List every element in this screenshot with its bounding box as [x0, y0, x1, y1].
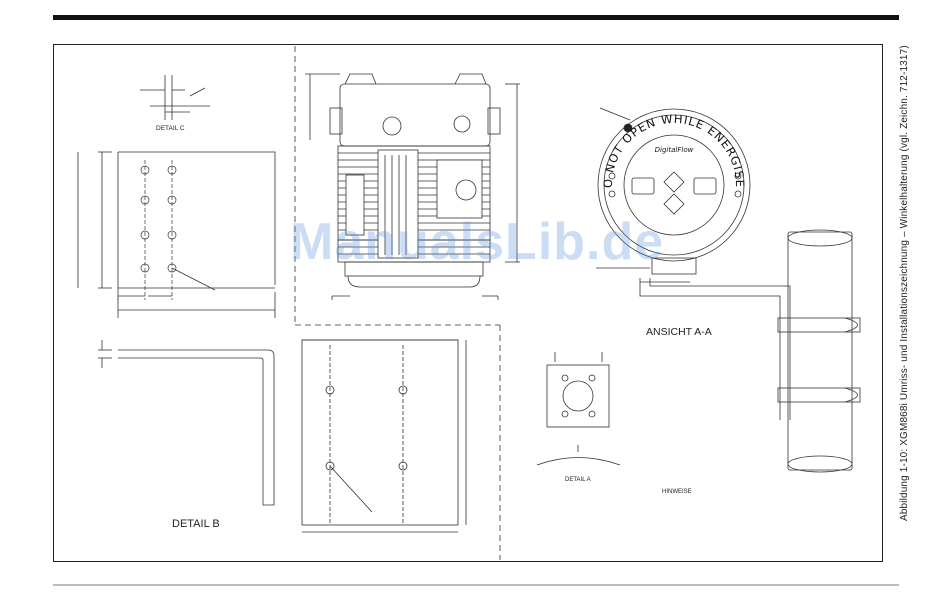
detail-c-label: DETAIL C	[156, 125, 185, 132]
detail-a-label: DETAIL A	[565, 477, 591, 483]
detail-c-drawing	[140, 75, 210, 120]
ansicht-aa-label: ANSICHT A-A	[646, 326, 712, 338]
enclosure-product-text: DigitalFlow	[655, 146, 694, 154]
hinweise-label: HINWEISE	[662, 489, 692, 495]
detail-b-bracket	[98, 340, 274, 505]
figure-caption: Abbildung 1-10: XGM868i Umriss- und Inst…	[899, 91, 913, 521]
footer-rule	[53, 584, 899, 586]
pipe-mount-drawing	[640, 230, 860, 472]
flange-plate-drawing	[78, 152, 275, 318]
watermark: ManualsLib.de	[290, 212, 664, 272]
detail-a-drawing	[537, 352, 620, 465]
bracket-plate-drawing	[302, 340, 466, 532]
flange-holes	[141, 160, 176, 300]
detail-b-label: DETAIL B	[172, 518, 220, 530]
